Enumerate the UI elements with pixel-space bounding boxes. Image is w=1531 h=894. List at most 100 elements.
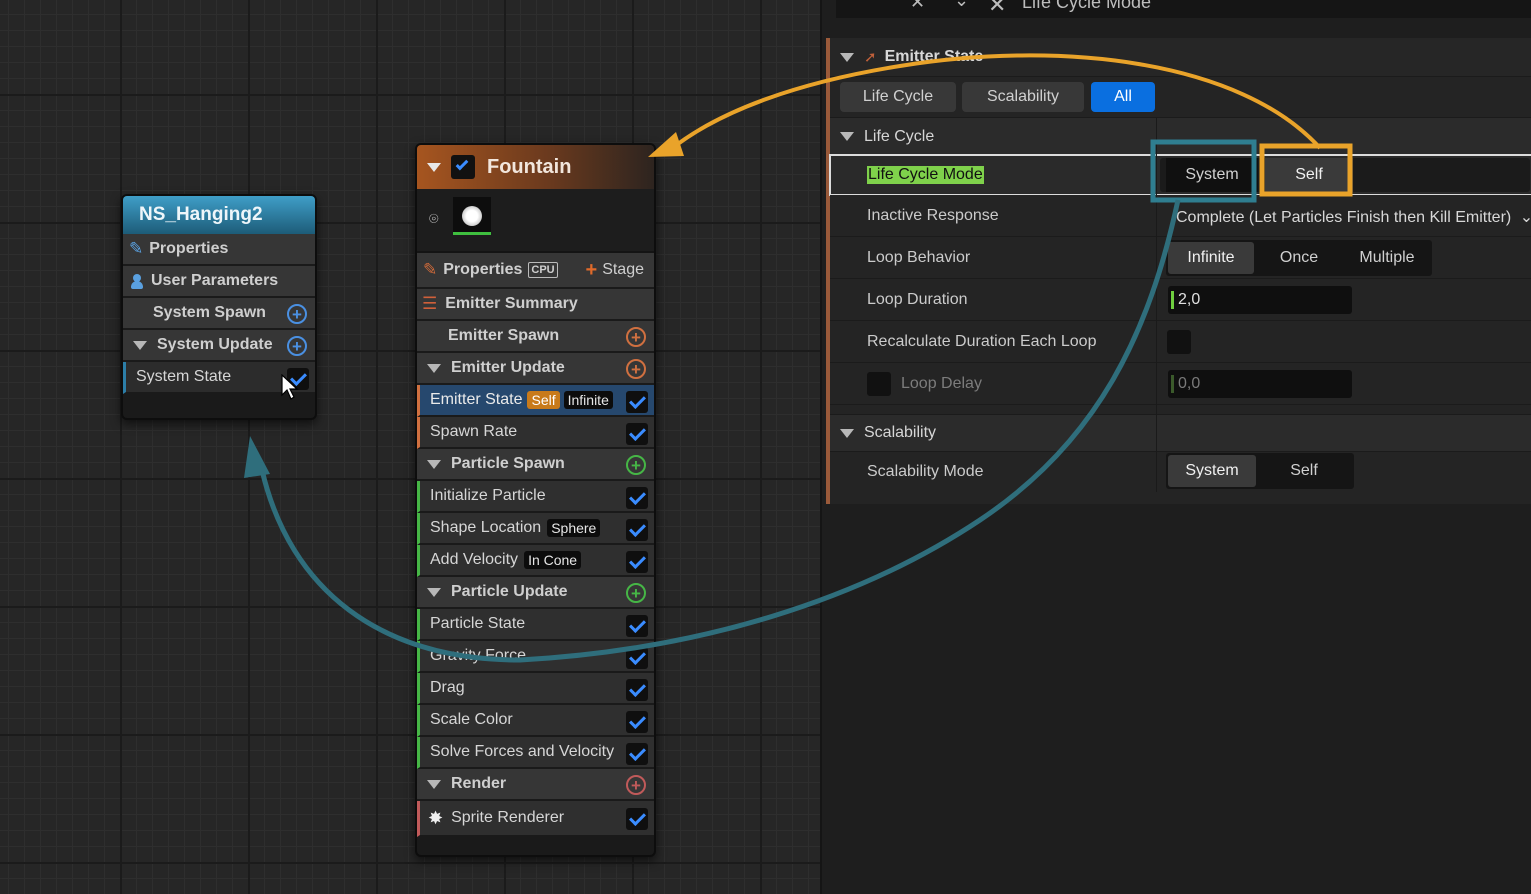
enable-checkbox[interactable]: [626, 423, 648, 445]
particle-update-row[interactable]: Particle Update +: [417, 577, 654, 609]
enable-checkbox[interactable]: [626, 711, 648, 733]
self-tag: Self: [527, 391, 559, 409]
inactive-response-dropdown[interactable]: Complete (Let Particles Finish then Kill…: [1176, 207, 1531, 227]
particle-state-module[interactable]: Particle State: [417, 609, 654, 641]
scalability-category[interactable]: Scalability: [830, 414, 1531, 452]
collapse-arrow-icon[interactable]: [427, 460, 441, 469]
life-cycle-mode-system[interactable]: System: [1166, 158, 1258, 192]
cpu-icon: CPU: [528, 262, 557, 278]
add-module-icon[interactable]: +: [626, 359, 646, 379]
filter-tabs: Life Cycle Scalability All: [830, 76, 1531, 118]
scalability-mode-self[interactable]: Self: [1260, 455, 1348, 487]
column-divider: [1156, 118, 1157, 492]
loop-duration-input[interactable]: 2,0: [1168, 286, 1352, 314]
niagara-graph-canvas[interactable]: NS_Hanging2 ✎ Properties User Parameters…: [0, 0, 820, 894]
emitter-summary-row[interactable]: ☰ Emitter Summary: [417, 289, 654, 321]
enable-checkbox[interactable]: [626, 808, 648, 830]
tab-all[interactable]: All: [1091, 82, 1155, 112]
drag-module[interactable]: Drag: [417, 673, 654, 705]
collapse-arrow-icon[interactable]: [840, 53, 854, 62]
enable-checkbox[interactable]: [626, 679, 648, 701]
add-module-icon[interactable]: +: [626, 583, 646, 603]
loop-behavior-once[interactable]: Once: [1256, 242, 1342, 274]
enable-checkbox[interactable]: [626, 551, 648, 573]
life-cycle-category[interactable]: Life Cycle: [830, 118, 1531, 156]
infinite-tag: Infinite: [564, 391, 613, 409]
loop-behavior-infinite[interactable]: Infinite: [1168, 242, 1254, 274]
collapse-arrow-icon[interactable]: [427, 780, 441, 789]
particle-spawn-row[interactable]: Particle Spawn +: [417, 449, 654, 481]
collapse-arrow-icon[interactable]: [133, 341, 147, 350]
add-module-icon[interactable]: +: [626, 775, 646, 795]
enable-checkbox[interactable]: [626, 391, 648, 413]
system-node[interactable]: NS_Hanging2 ✎ Properties User Parameters…: [121, 194, 317, 420]
enable-checkbox[interactable]: [626, 519, 648, 541]
add-module-icon[interactable]: +: [287, 336, 307, 356]
chevron-down-icon[interactable]: ⌄: [954, 0, 969, 11]
enable-checkbox[interactable]: [626, 615, 648, 637]
close-icon[interactable]: ✕: [910, 0, 925, 13]
enable-checkbox[interactable]: [626, 647, 648, 669]
loop-delay-enable-checkbox[interactable]: [867, 372, 891, 396]
sphere-tag: Sphere: [547, 519, 600, 537]
emitter-state-icon: ➚: [864, 48, 877, 66]
system-node-header[interactable]: NS_Hanging2: [123, 196, 315, 234]
collapse-arrow-icon[interactable]: [427, 163, 441, 172]
loop-behavior-multiple[interactable]: Multiple: [1344, 242, 1430, 274]
chevron-down-icon: ⌄: [1520, 209, 1531, 226]
system-node-title: NS_Hanging2: [139, 204, 263, 226]
emitter-spawn-row[interactable]: Emitter Spawn +: [417, 321, 654, 353]
add-module-icon[interactable]: +: [626, 327, 646, 347]
collapse-arrow-icon[interactable]: [427, 364, 441, 373]
scalability-mode-system[interactable]: System: [1168, 455, 1256, 487]
emitter-node-header[interactable]: Fountain: [417, 145, 654, 189]
emitter-thumbnail-bar: ⌾: [417, 189, 654, 253]
add-module-icon[interactable]: +: [287, 304, 307, 324]
collapse-arrow-icon[interactable]: [427, 588, 441, 597]
system-spawn-row[interactable]: System Spawn +: [123, 298, 315, 330]
emitter-node-title: Fountain: [487, 156, 571, 179]
sprite-icon: ✸: [428, 808, 443, 829]
pencil-icon: ✎: [129, 239, 143, 259]
toolbar-title: Life Cycle Mode: [1022, 0, 1151, 13]
loop-delay-input[interactable]: 0,0: [1168, 370, 1352, 398]
render-row[interactable]: Render +: [417, 769, 654, 801]
add-velocity-module[interactable]: Add Velocity In Cone: [417, 545, 654, 577]
in-cone-tag: In Cone: [524, 551, 581, 569]
system-properties-row[interactable]: ✎ Properties: [123, 234, 315, 266]
collapse-arrow-icon[interactable]: [840, 429, 854, 438]
enable-checkbox[interactable]: [626, 743, 648, 765]
emitter-node[interactable]: Fountain ⌾ ✎ Properties CPU + Stage ☰ Em…: [415, 143, 656, 857]
recalculate-checkbox[interactable]: [1167, 330, 1191, 354]
solve-forces-module[interactable]: Solve Forces and Velocity: [417, 737, 654, 769]
gravity-force-module[interactable]: Gravity Force: [417, 641, 654, 673]
emitter-update-row[interactable]: Emitter Update +: [417, 353, 654, 385]
add-stage-button[interactable]: + Stage: [586, 259, 645, 282]
tab-life-cycle[interactable]: Life Cycle: [840, 82, 956, 112]
emitter-thumbnail[interactable]: [453, 197, 491, 235]
emitter-properties-row[interactable]: ✎ Properties CPU + Stage: [417, 253, 654, 289]
sprite-renderer-module[interactable]: ✸ Sprite Renderer: [417, 801, 654, 837]
emitter-state-module[interactable]: Emitter State Self Infinite: [417, 385, 654, 417]
add-module-icon[interactable]: +: [626, 455, 646, 475]
user-parameters-row[interactable]: User Parameters: [123, 266, 315, 298]
initialize-particle-module[interactable]: Initialize Particle: [417, 481, 654, 513]
user-icon: [131, 274, 143, 288]
collapse-arrow-icon[interactable]: [840, 132, 854, 141]
spawn-rate-module[interactable]: Spawn Rate: [417, 417, 654, 449]
mouse-cursor-icon: [280, 374, 302, 402]
emitter-enable-checkbox[interactable]: [451, 155, 475, 179]
list-icon: ☰: [422, 294, 437, 314]
close-icon[interactable]: ✕: [988, 0, 1006, 18]
emitter-state-section-header[interactable]: ➚ Emitter State: [830, 38, 1531, 76]
scale-color-module[interactable]: Scale Color: [417, 705, 654, 737]
plus-icon: +: [586, 259, 598, 282]
shape-location-module[interactable]: Shape Location Sphere: [417, 513, 654, 545]
details-panel: ✕ ⌄ ✕ Life Cycle Mode ➚ Emitter State Li…: [820, 0, 1531, 894]
system-update-row[interactable]: System Update +: [123, 330, 315, 362]
life-cycle-mode-self[interactable]: Self: [1265, 158, 1353, 192]
enable-checkbox[interactable]: [626, 487, 648, 509]
emitter-state-details: ➚ Emitter State Life Cycle Scalability A…: [826, 38, 1531, 504]
details-toolbar: ✕ ⌄ ✕ Life Cycle Mode: [836, 0, 1531, 18]
tab-scalability[interactable]: Scalability: [962, 82, 1084, 112]
